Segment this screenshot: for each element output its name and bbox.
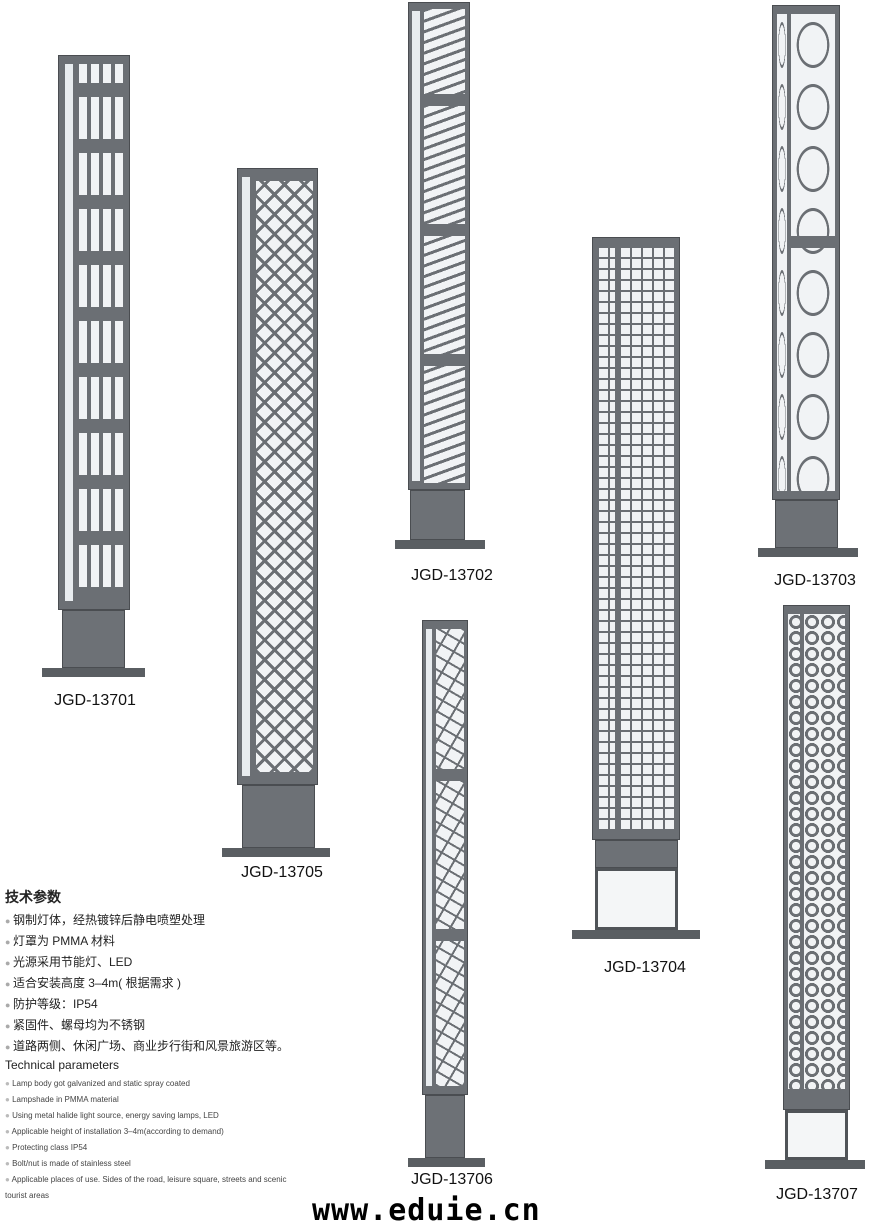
- base-plate: [222, 848, 330, 857]
- cracked-ice-panel: [436, 629, 464, 1086]
- spec-item: 紧固件、螺母均为不锈钢: [5, 1015, 145, 1036]
- spec-item: 防护等级：IP54: [5, 994, 98, 1015]
- lamp-body: [237, 168, 318, 785]
- spec-item: Bolt/nut is made of stainless steel: [5, 1156, 305, 1172]
- watermark: www.eduie.cn: [312, 1193, 541, 1228]
- model-label: JGD-13705: [241, 864, 323, 881]
- glass-box: [785, 1110, 848, 1160]
- base-plate: [765, 1160, 865, 1169]
- light-strip: [412, 11, 420, 481]
- lamp-body: [772, 5, 840, 500]
- model-label: JGD-13701: [54, 692, 136, 709]
- spec-item: Lamp body got galvanized and static spra…: [5, 1076, 305, 1092]
- base-plate: [42, 668, 145, 677]
- lamp-body: [408, 2, 470, 490]
- specs-cn-title: 技术参数: [5, 889, 61, 905]
- base-plate: [395, 540, 485, 549]
- side-grid-panel: [597, 246, 615, 831]
- side-panel: [777, 14, 787, 491]
- light-strip: [242, 177, 250, 776]
- lamp-body: [422, 620, 468, 1095]
- model-label: JGD-13703: [774, 572, 856, 589]
- model-label: JGD-13707: [776, 1186, 858, 1203]
- lamp-body: [592, 237, 680, 840]
- light-strip: [65, 64, 73, 601]
- lamp-base: [242, 785, 315, 848]
- base-plate: [408, 1158, 485, 1167]
- wave-pattern-panel: [424, 9, 465, 483]
- glass-box: [595, 868, 678, 930]
- lamp-base: [425, 1095, 465, 1158]
- spec-item: 道路两侧、休闲广场、商业步行街和风景旅游区等。: [5, 1036, 289, 1057]
- lamp-body: [783, 605, 850, 1110]
- spec-item: 灯罩为 PMMA 材料: [5, 931, 115, 952]
- base-plate: [758, 548, 858, 557]
- model-label: JGD-13702: [411, 567, 493, 584]
- spec-item: Applicable height of installation 3–4m(a…: [5, 1124, 305, 1140]
- spec-item: 适合安装高度 3–4m( 根据需求 ): [5, 973, 181, 994]
- lamp-body: [58, 55, 130, 610]
- spec-item: 光源采用节能灯、LED: [5, 952, 132, 973]
- spec-item: Protecting class IP54: [5, 1140, 305, 1156]
- spec-item: Applicable places of use. Sides of the r…: [5, 1172, 305, 1204]
- lamp-base: [62, 610, 125, 668]
- spec-item: Using metal halide light source, energy …: [5, 1108, 305, 1124]
- light-strip: [426, 629, 432, 1086]
- lamp-base: [410, 490, 465, 540]
- spec-item: 钢制灯体，经热镀锌后静电喷塑处理: [5, 910, 205, 931]
- specs-en-title: Technical parameters: [5, 1058, 120, 1072]
- lamp-base: [775, 500, 838, 548]
- fret-pattern-panel: [79, 64, 123, 601]
- grid-diamond-panel: [619, 246, 675, 831]
- lattice-panel: [256, 181, 313, 772]
- specs-chinese: 技术参数 钢制灯体，经热镀锌后静电喷塑处理 灯罩为 PMMA 材料 光源采用节能…: [5, 888, 289, 1057]
- circle-pattern-panel: [791, 14, 835, 491]
- scroll-pattern-panel: [804, 614, 845, 1089]
- model-label: JGD-13706: [411, 1171, 493, 1188]
- spec-item: Lampshade in PMMA material: [5, 1092, 305, 1108]
- side-panel: [788, 614, 800, 1089]
- model-label: JGD-13704: [604, 959, 686, 976]
- lamp-base: [595, 840, 678, 868]
- specs-english: Technical parameters Lamp body got galva…: [5, 1058, 305, 1204]
- base-plate: [572, 930, 700, 939]
